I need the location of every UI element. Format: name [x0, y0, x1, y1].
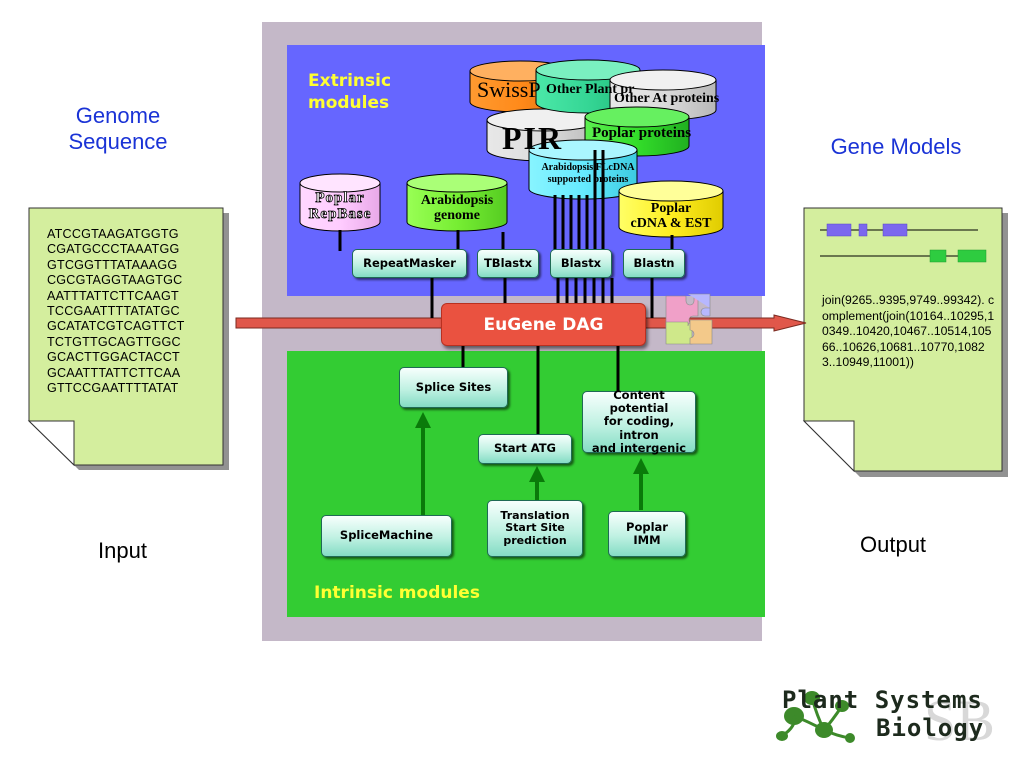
content-potential-line3: and intergenic	[591, 440, 687, 455]
output-title: Gene Models	[830, 134, 962, 159]
poplar-repbase-label-line1: Poplar	[315, 190, 365, 207]
poplar-repbase-db	[299, 173, 381, 232]
input-title-line1: Genome	[75, 103, 161, 128]
poplar-est-label-line2: cDNA & EST	[630, 216, 712, 231]
start-atg-box: Start ATG	[478, 434, 572, 464]
database-cylinders	[299, 59, 724, 238]
arab-flcdna-label-line1: Arabidopsis FLcDNA	[541, 162, 635, 173]
intrinsic-title: Intrinsic modules	[314, 583, 480, 603]
poplar-imm-line2: IMM	[633, 533, 661, 547]
input-document	[27, 207, 229, 470]
repeatmasker-box: RepeatMasker	[352, 249, 467, 278]
tblastx-box: TBlastx	[477, 249, 539, 278]
gene-models-text: join(9265..9395,9749..99342). complement…	[822, 293, 995, 370]
plant-systems-biology-logo: SB Plant Systems Biology	[768, 676, 1000, 756]
content-potential-line1: Content potential	[609, 387, 669, 416]
logo-gray-mark: SB	[924, 688, 995, 748]
translation-line3: prediction	[503, 533, 567, 547]
splicemachine-box: SpliceMachine	[321, 515, 452, 557]
blastx-box: Blastx	[550, 249, 612, 278]
gene-model-reverse	[820, 249, 987, 263]
eugene-dag-box: EuGene DAG	[441, 303, 646, 346]
poplar-repbase-label-line2: RepBase	[308, 206, 372, 223]
poplar-cdna-est-db	[618, 180, 724, 238]
green-arrows	[415, 412, 649, 515]
extrinsic-title-line2: modules	[308, 93, 390, 113]
input-label: Input	[98, 538, 147, 563]
other-plant-label: Other Plant pr	[546, 82, 635, 97]
content-potential-line2: for coding, intron	[603, 414, 675, 442]
extrinsic-title-line1: Extrinsic	[308, 71, 392, 91]
arab-genome-label-line2: genome	[434, 208, 480, 223]
input-title-line2: Sequence	[68, 128, 168, 154]
arab-genome-label-line1: Arabidopsis	[420, 193, 494, 208]
translation-line1: Translation	[500, 508, 570, 522]
other-at-label: Other At proteins	[614, 91, 720, 106]
output-document	[802, 207, 1008, 477]
output-label: Output	[860, 532, 927, 557]
input-title: Genome Sequence	[48, 103, 188, 155]
swissprot-label: SwissP	[477, 77, 541, 102]
translation-line2: Start Site	[505, 521, 565, 535]
poplar-imm-line1: Poplar	[626, 519, 668, 534]
poplar-est-label: Poplar cDNA & EST	[619, 201, 723, 231]
arab-flcdna-label: Arabidopsis FLcDNA supported proteins	[533, 162, 643, 186]
poplar-repbase-label: Poplar RepBase	[300, 190, 380, 223]
arabidopsis-genome-db	[406, 173, 508, 232]
content-potential-box: Content potential for coding, intron and…	[582, 387, 696, 455]
arabidopsis-flcdna-db	[528, 139, 638, 200]
translation-start-box: Translation Start Site prediction	[487, 500, 583, 557]
poplar-imm-box: Poplar IMM	[608, 511, 686, 557]
genome-sequence-text: ATCCGTAAGATGGTG CGATGCCCTAAATGG GTCGGTTT…	[47, 227, 185, 396]
blastn-box: Blastn	[623, 249, 685, 278]
svg-text:SB: SB	[924, 688, 995, 748]
arab-genome-label: Arabidopsis genome	[407, 193, 507, 223]
logo-line2: Biology	[876, 714, 985, 742]
poplar-est-label-line1: Poplar	[650, 201, 692, 216]
arab-flcdna-label-line2: supported proteins	[547, 174, 629, 185]
plant-logo-icon	[776, 691, 855, 743]
puzzle-icon	[665, 293, 713, 345]
splice-sites-box: Splice Sites	[399, 367, 508, 408]
pir-label: PIR	[502, 120, 564, 156]
extrinsic-title: Extrinsic modules	[308, 70, 391, 114]
logo-line1: Plant Systems	[782, 686, 983, 714]
poplar-proteins-label: Poplar proteins	[592, 125, 692, 141]
gene-model-forward	[820, 223, 978, 237]
